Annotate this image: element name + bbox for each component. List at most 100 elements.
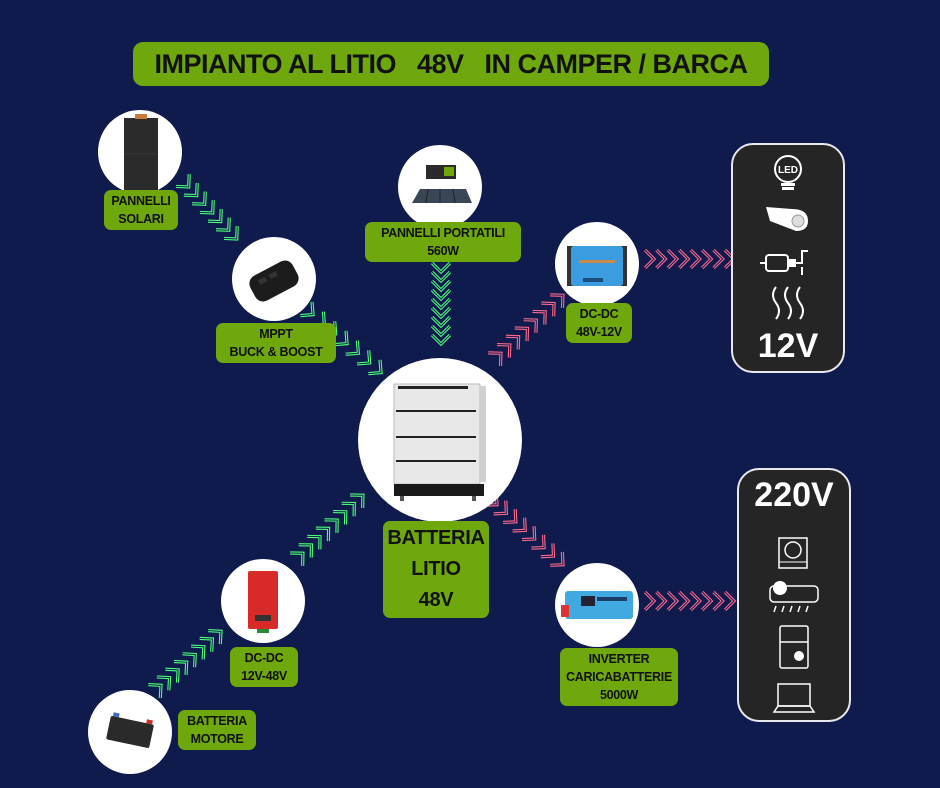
- chevron-arrow: [341, 502, 355, 517]
- chevron-arrow: [307, 535, 321, 550]
- loads-220v-panel: 220V: [737, 468, 851, 722]
- label-line: 12V-48V: [241, 669, 287, 683]
- voltage-12v: 12V: [757, 327, 819, 365]
- inverter-icon: [561, 591, 633, 619]
- chevron-arrow: [493, 500, 507, 515]
- chevron-arrow: [701, 591, 712, 611]
- chevron-arrow: [713, 591, 724, 611]
- chevron-arrow: [332, 511, 347, 525]
- chevron-arrow: [290, 552, 304, 566]
- label-line: CARICABATTERIE: [566, 670, 672, 684]
- portable-panels-node[interactable]: [398, 145, 482, 229]
- chevron-arrow: [701, 590, 714, 612]
- engine-battery-node[interactable]: [88, 690, 172, 774]
- chevron-arrow: [512, 517, 526, 532]
- induction-hob-icon: [778, 537, 808, 569]
- dcdc-48v-12v-node[interactable]: [555, 222, 639, 306]
- led-bulb-icon: LED: [774, 155, 802, 190]
- dcdc-12v-48v-node[interactable]: [221, 559, 305, 643]
- mppt-node[interactable]: [232, 237, 316, 321]
- chevron-arrow: [356, 350, 371, 365]
- chevron-arrow: [678, 249, 689, 269]
- chevron-arrow: [656, 591, 667, 611]
- heater-icon: [772, 286, 804, 320]
- chevron-arrow: [173, 661, 188, 675]
- chevron-arrow: [550, 294, 564, 309]
- label-line: DC-DC: [579, 307, 619, 321]
- chevron-arrow: [690, 591, 701, 611]
- chevron-arrow: [503, 509, 517, 523]
- chevron-arrow: [655, 590, 668, 612]
- chevron-arrow: [690, 249, 701, 269]
- chevron-arrow: [532, 310, 546, 325]
- chevron-arrow: [199, 200, 214, 214]
- chevron-arrow: [334, 330, 348, 346]
- chevron-arrow: [300, 301, 314, 317]
- chevron-arrow: [723, 590, 737, 612]
- chevron-arrow: [223, 226, 238, 240]
- chevron-arrow: [521, 526, 536, 541]
- chevron-arrow: [701, 248, 714, 270]
- chevron-arrow: [215, 217, 230, 231]
- chevron-arrow: [431, 316, 451, 327]
- chevron-arrow: [199, 637, 213, 652]
- chevron-arrow: [678, 591, 689, 611]
- usb-car-charger-icon: [766, 207, 808, 231]
- inverter-node[interactable]: [555, 563, 639, 647]
- chevron-arrow: [666, 248, 680, 270]
- dc-dc-booster-icon: [248, 571, 278, 633]
- battery-rack-icon: [393, 383, 486, 501]
- flow-arrow-chain: [643, 590, 737, 612]
- chevron-arrow: [678, 248, 691, 270]
- air-conditioner-icon: [769, 581, 819, 613]
- chevron-arrow: [431, 325, 451, 336]
- chevron-arrow: [182, 653, 196, 668]
- chevron-arrow: [531, 534, 545, 549]
- portable-solar-panel-icon: [412, 165, 472, 204]
- chevron-arrow: [689, 248, 702, 270]
- lithium-battery-node[interactable]: [358, 358, 522, 522]
- chevron-arrow: [191, 645, 205, 660]
- chevron-arrow: [430, 261, 452, 275]
- chevron-arrow: [156, 676, 171, 691]
- flow-arrow-chain: [290, 493, 365, 566]
- chevron-arrow: [431, 298, 451, 309]
- chevron-arrow: [540, 543, 555, 558]
- chevron-arrow: [315, 527, 330, 542]
- solar-panels-node[interactable]: [98, 110, 182, 194]
- chevron-arrow: [497, 344, 511, 358]
- led-text: LED: [778, 165, 798, 176]
- chevron-arrow: [550, 551, 564, 566]
- inverter-label: INVERTER CARICABATTERIE 5000W: [560, 648, 678, 706]
- voltage-220v: 220V: [754, 476, 834, 514]
- solar-panel-icon: [124, 114, 158, 190]
- laptop-icon: [772, 683, 816, 713]
- label-line: MPPT: [259, 327, 293, 341]
- chevron-arrow: [175, 174, 190, 188]
- label-line: BATTERIA: [187, 714, 247, 728]
- label-line: PANNELLI: [111, 194, 171, 208]
- chevron-arrow: [345, 340, 359, 355]
- chevron-arrow: [678, 590, 691, 612]
- chevron-arrow: [523, 319, 537, 333]
- chevron-arrow: [667, 591, 678, 611]
- chevron-arrow: [431, 271, 451, 282]
- flow-arrow-chain: [488, 293, 565, 367]
- chevron-arrow: [644, 249, 655, 269]
- chevron-arrow: [431, 262, 451, 273]
- label-line: 560W: [427, 244, 459, 258]
- chevron-arrow: [191, 191, 206, 205]
- dcdc-48v-12v-label: DC-DC 48V-12V: [566, 303, 632, 343]
- chevron-arrow: [713, 249, 724, 269]
- chevron-arrow: [666, 590, 680, 612]
- chevron-arrow: [712, 590, 725, 612]
- flow-arrow-chain: [430, 261, 452, 347]
- chevron-arrow: [165, 668, 179, 683]
- chevron-arrow: [655, 248, 668, 270]
- chevron-arrow: [701, 249, 712, 269]
- chevron-arrow: [208, 630, 222, 645]
- flow-arrow-chain: [148, 629, 223, 699]
- flow-arrow-chain: [643, 248, 737, 270]
- label-line: SOLARI: [118, 212, 164, 226]
- chevron-arrow: [368, 359, 382, 375]
